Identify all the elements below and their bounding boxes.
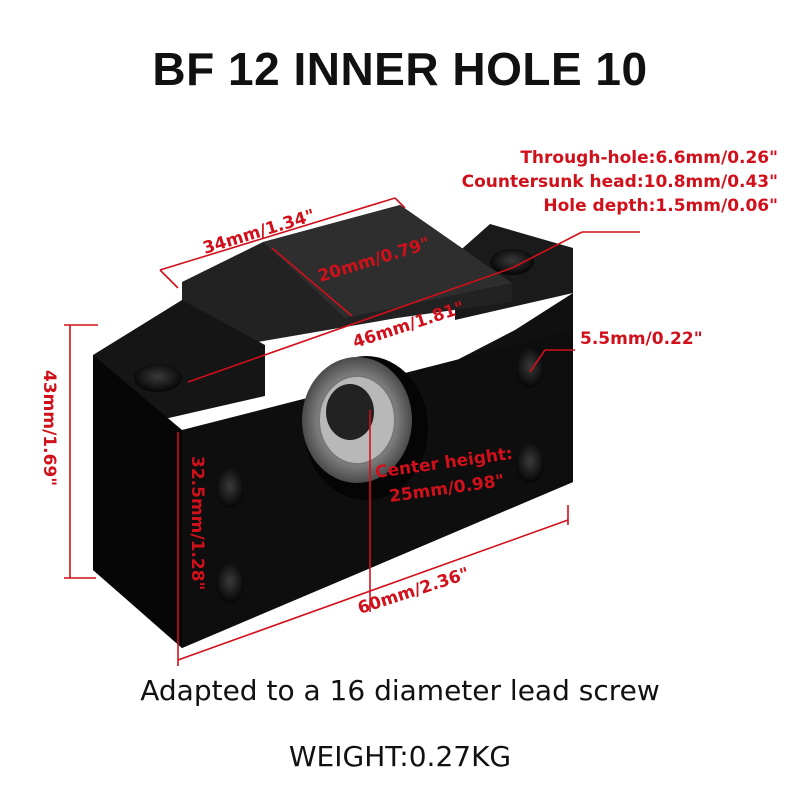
front-hole-bottom-left — [216, 563, 244, 603]
length-label: 60mm/2.36" — [355, 564, 472, 619]
front-hole-bottom-right — [516, 443, 544, 483]
dimension-lines — [64, 197, 640, 666]
height-label: 43mm/1.69" — [39, 370, 59, 486]
page-title: BF 12 INNER HOLE 10 — [152, 43, 648, 95]
lead-screw-caption: Adapted to a 16 diameter lead screw — [140, 674, 660, 707]
weight-label: WEIGHT:0.27KG — [288, 740, 512, 773]
bearing — [302, 356, 428, 500]
countersunk-head-spec: Countersunk head:10.8mm/0.43" — [461, 172, 778, 192]
front-hole-top-left — [216, 468, 244, 508]
hole-depth-spec: Hole depth:1.5mm/0.06" — [543, 196, 778, 216]
side-hole-label: 5.5mm/0.22" — [580, 329, 703, 349]
front-hole-top-right — [516, 348, 544, 388]
hole-specs: Through-hole:6.6mm/0.26" Countersunk hea… — [398, 146, 778, 218]
top-left-countersunk-hole — [134, 364, 182, 392]
through-hole-spec: Through-hole:6.6mm/0.26" — [520, 148, 778, 168]
body-height-label: 32.5mm/1.28" — [187, 456, 207, 590]
top-right-countersunk-hole — [490, 249, 534, 275]
